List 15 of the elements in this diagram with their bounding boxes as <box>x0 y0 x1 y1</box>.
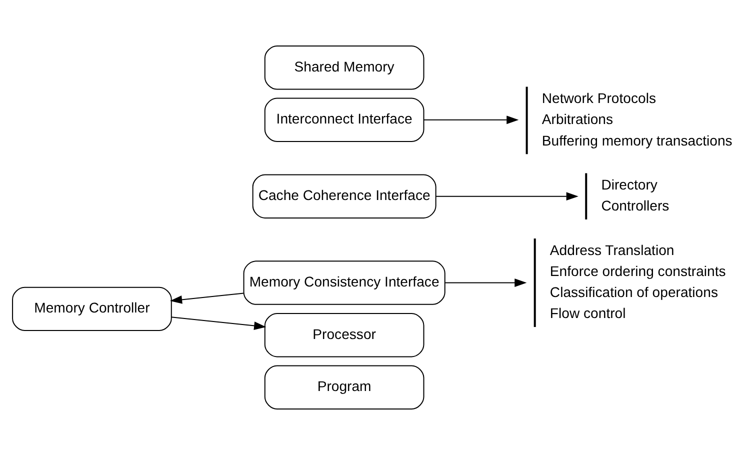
node-box: Shared Memory <box>264 45 424 90</box>
node-box: Program <box>264 364 424 409</box>
node-box: Memory Controller <box>12 286 172 331</box>
node-text: Directory Controllers <box>601 176 670 214</box>
node-box: Processor <box>264 312 424 357</box>
node-box: Interconnect Interface <box>264 97 424 142</box>
node-box: Memory Consistency Interface <box>243 260 446 304</box>
arrow <box>424 115 519 124</box>
node-box: Cache Coherence Interface <box>252 174 436 218</box>
node-text: Network Protocols Arbitrations Buffering memory transactions <box>542 90 732 148</box>
arrow <box>171 316 266 330</box>
arrow <box>436 192 578 200</box>
arrow <box>445 278 527 287</box>
node-text: Address Translation Enforce ordering constraints Classification of operations Flow control <box>550 241 726 321</box>
arrow <box>170 292 244 304</box>
